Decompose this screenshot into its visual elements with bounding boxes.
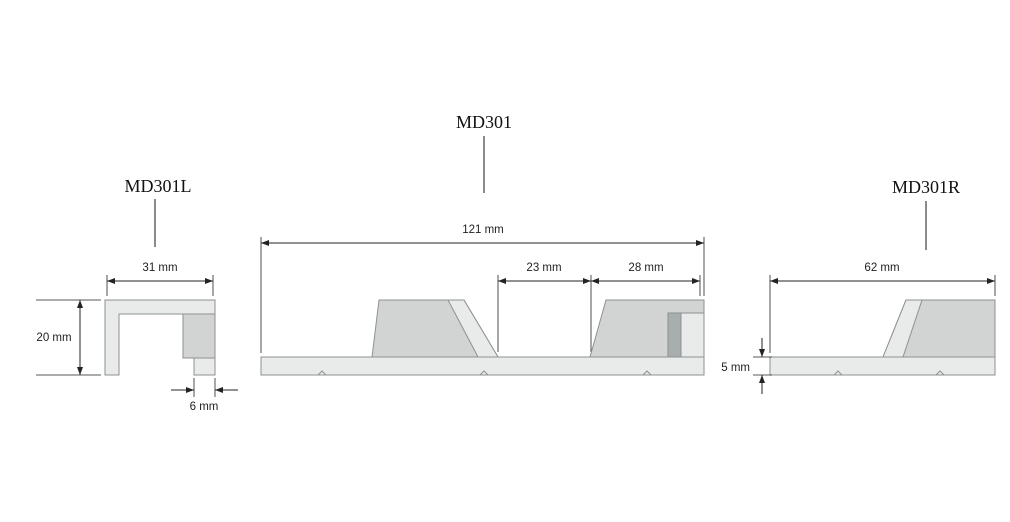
md301r-base-notch: [833, 370, 843, 376]
md301-base-notch: [642, 370, 652, 376]
md301-width-dim-text: 121 mm: [462, 224, 504, 236]
md301-slat-2-foot: [680, 312, 705, 358]
md301r-slat-slant-face: [882, 299, 923, 358]
md301-slat-1-slant-face: [447, 299, 499, 358]
md301-label: MD301: [456, 112, 512, 132]
md301l-label: MD301L: [125, 176, 192, 196]
md301-base-notch: [317, 370, 327, 376]
md301r-thickness-dim-text: 5 mm: [721, 362, 750, 374]
md301-slat-dim-text: 28 mm: [628, 262, 663, 274]
md301l-view: MD301L 31 mm 20 mm 6 mm: [36, 176, 238, 413]
md301r-label: MD301R: [892, 177, 960, 197]
md301-base-notch: [479, 370, 489, 376]
md301r-base-notch: [935, 370, 945, 376]
md301-joint-groove: [667, 312, 682, 358]
md301r-base: [769, 356, 996, 376]
md301-view: MD301 121 mm 23 mm 28 mm: [260, 112, 705, 376]
md301r-width-dim-text: 62 mm: [864, 262, 899, 274]
md301l-width-dim-text: 31 mm: [142, 262, 177, 274]
md301l-step-block: [182, 313, 216, 359]
md301l-height-dim-text: 20 mm: [36, 332, 71, 344]
md301r-view: MD301R 62 mm 5 mm: [721, 177, 996, 394]
md301l-foot-dim-text: 6 mm: [190, 401, 219, 413]
md301-gap-dim-text: 23 mm: [526, 262, 561, 274]
